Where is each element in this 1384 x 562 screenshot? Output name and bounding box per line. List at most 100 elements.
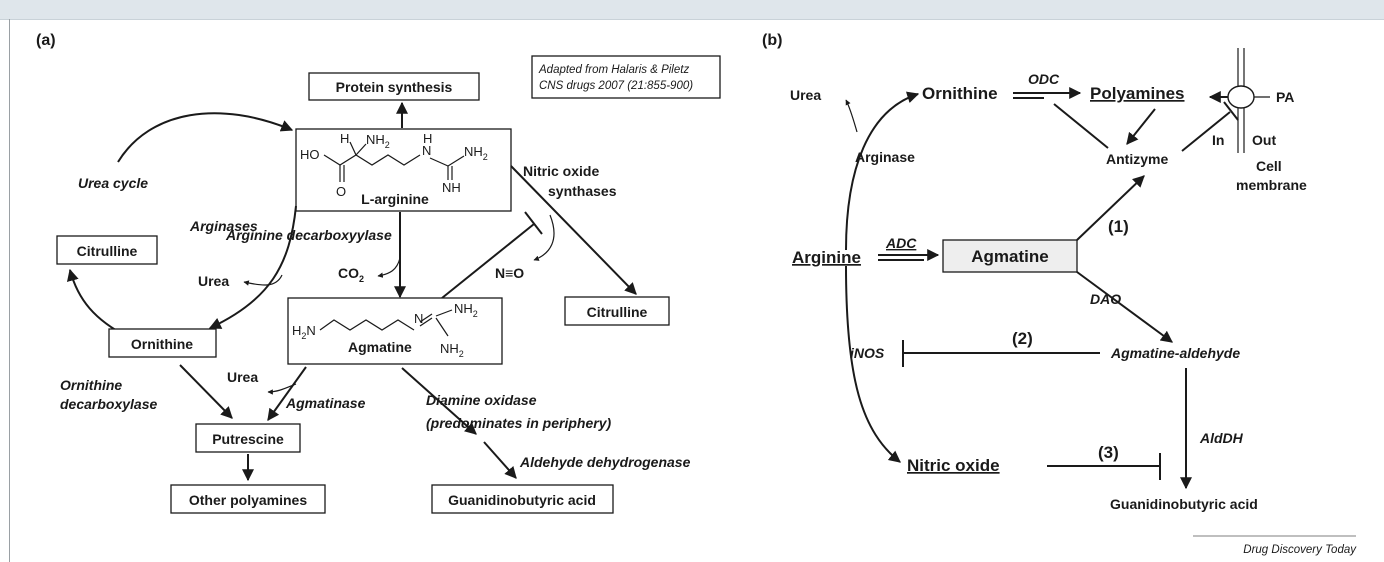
agmatine-a-box bbox=[287, 297, 503, 365]
agm-h2n: H2N bbox=[292, 323, 316, 341]
agm-nh2-top: NH2 bbox=[454, 301, 478, 319]
pa-label: PA bbox=[1276, 89, 1294, 105]
protein-synthesis-box bbox=[308, 72, 480, 101]
step-2-label: (2) bbox=[1012, 329, 1033, 348]
antizyme-inhibits-odc-line bbox=[1053, 103, 1109, 149]
nos-arrow bbox=[510, 165, 637, 295]
agmatine-aldehyde-label: Agmatine-aldehyde bbox=[1110, 345, 1240, 361]
citrulline-left-box bbox=[56, 235, 158, 265]
agm-nh2-bottom: NH2 bbox=[440, 341, 464, 359]
co2-label: CO2 bbox=[338, 265, 364, 284]
agmatine-b-box bbox=[942, 239, 1078, 273]
odc-b-label: ODC bbox=[1028, 71, 1060, 87]
nh2-bond bbox=[355, 143, 367, 156]
aldh-b-label: AldDH bbox=[1199, 430, 1244, 446]
urea-release-arrow-2 bbox=[267, 383, 297, 395]
ornithine-b-label: Ornithine bbox=[922, 84, 998, 103]
dao-b-arrow bbox=[1076, 271, 1173, 343]
guanidinobutyric-acid-a-box bbox=[431, 484, 614, 514]
arginase-b-arrow bbox=[845, 91, 920, 251]
citrulline-right-box bbox=[564, 296, 670, 326]
dao-label-line-2: (predominates in periphery) bbox=[426, 415, 611, 431]
urea-release-arrow-1 bbox=[243, 274, 283, 286]
transporter-icon bbox=[1227, 85, 1255, 109]
agmatine-chain bbox=[319, 319, 415, 331]
agmatine-nh2-bond bbox=[435, 309, 453, 317]
source-label: Drug Discovery Today bbox=[1243, 544, 1357, 556]
urea-label-2: Urea bbox=[227, 369, 258, 385]
inos-b-arrow bbox=[845, 265, 901, 463]
other-polyamines-label: Other polyamines bbox=[189, 492, 307, 508]
panel-b: (b) Urea Ornithine ODC Polyamines PA In … bbox=[762, 32, 1307, 512]
chem-nh2: NH2 bbox=[366, 132, 390, 150]
adc-b-label: ADC bbox=[885, 235, 917, 251]
urea-b-release-arrow bbox=[845, 99, 858, 133]
urea-cycle-label: Urea cycle bbox=[78, 175, 148, 191]
ornithine-to-citrulline-arrow bbox=[66, 268, 129, 338]
nitric-oxide-label: Nitric oxide bbox=[907, 456, 1000, 475]
chem-n-h: H bbox=[423, 131, 432, 146]
aldh-label-a: Aldehyde dehydrogenase bbox=[519, 454, 691, 470]
antizyme-inhibits-transport-bar bbox=[1223, 101, 1239, 121]
chem-nh2-right: NH2 bbox=[464, 144, 488, 162]
chem-o: O bbox=[336, 184, 346, 199]
urea-label-1: Urea bbox=[198, 273, 229, 289]
panel-a: (a) Adapted from Halaris & Piletz CNS dr… bbox=[36, 32, 721, 514]
arginine-label: Arginine bbox=[792, 248, 861, 267]
citation-line-2: CNS drugs 2007 (21:855-900) bbox=[539, 80, 693, 92]
arginine-decarboxylase-label: Arginine decarboxyylase bbox=[225, 227, 392, 243]
cell-membrane-label-1: Cell bbox=[1256, 158, 1282, 174]
citation-box bbox=[531, 55, 721, 99]
nos-label-line-2: synthases bbox=[548, 183, 617, 199]
urea-b-label: Urea bbox=[790, 87, 821, 103]
chem-h: H bbox=[340, 131, 349, 146]
putrescine-label: Putrescine bbox=[212, 431, 284, 447]
antizyme-label: Antizyme bbox=[1106, 151, 1168, 167]
l-arginine-structure: HO O H NH2 N H NH2 NH bbox=[300, 131, 488, 199]
panel-a-label: (a) bbox=[36, 32, 56, 49]
agmatine-inhibits-nos-line bbox=[441, 223, 535, 299]
nos-label-line-1: Nitric oxide bbox=[523, 163, 599, 179]
antizyme-inhibits-transport-line bbox=[1181, 111, 1231, 152]
step-3-label: (3) bbox=[1098, 443, 1119, 462]
dao-b-label: DAO bbox=[1090, 291, 1121, 307]
inos-label: iNOS bbox=[850, 345, 885, 361]
agmatine-structure: H2N N NH2 NH2 bbox=[292, 301, 478, 359]
ornithine-box bbox=[108, 328, 217, 358]
chem-ho: HO bbox=[300, 147, 320, 162]
agmatine-b-label: Agmatine bbox=[971, 247, 1048, 266]
agmatine-nh2b-bond bbox=[435, 317, 449, 337]
agmatine-inhibits-nos-bar bbox=[524, 211, 543, 235]
agm-n: N bbox=[414, 311, 423, 326]
arginase-b-label: Arginase bbox=[855, 149, 915, 165]
in-label: In bbox=[1212, 132, 1224, 148]
protein-synthesis-label: Protein synthesis bbox=[336, 79, 453, 95]
cell-membrane-label-2: membrane bbox=[1236, 177, 1307, 193]
l-arginine-box bbox=[295, 128, 512, 212]
guanidinobutyric-acid-b-label: Guanidinobutyric acid bbox=[1110, 496, 1258, 512]
odc-label-line-2: decarboxylase bbox=[60, 396, 157, 412]
citrulline-left-label: Citrulline bbox=[77, 243, 138, 259]
dao-label-line-1: Diamine oxidase bbox=[426, 392, 537, 408]
urea-cycle-arrow bbox=[117, 112, 294, 163]
citation-line-1: Adapted from Halaris & Piletz bbox=[538, 64, 689, 76]
ornithine-to-putrescine-arrow bbox=[179, 364, 233, 419]
polyamines-label: Polyamines bbox=[1090, 84, 1185, 103]
agmatine-a-label: Agmatine bbox=[348, 339, 412, 355]
putrescine-box bbox=[195, 423, 301, 453]
panel-b-label: (b) bbox=[762, 32, 782, 49]
aldh-arrow-a bbox=[483, 441, 517, 479]
left-rule bbox=[9, 19, 10, 562]
l-arginine-label: L-arginine bbox=[361, 191, 429, 207]
agmatine-n-bond bbox=[419, 317, 433, 327]
agmatine-to-antizyme-arrow bbox=[1076, 175, 1145, 241]
arginases-label: Arginases bbox=[189, 218, 258, 234]
odc-label-line-1: Ornithine bbox=[60, 377, 122, 393]
guanidinobutyric-acid-a-label: Guanidinobutyric acid bbox=[448, 492, 596, 508]
polyamines-to-antizyme-arrow bbox=[1126, 108, 1156, 145]
arginase-arrow bbox=[208, 205, 297, 329]
co2-release-arrow bbox=[377, 257, 401, 278]
header-band bbox=[0, 0, 1384, 20]
